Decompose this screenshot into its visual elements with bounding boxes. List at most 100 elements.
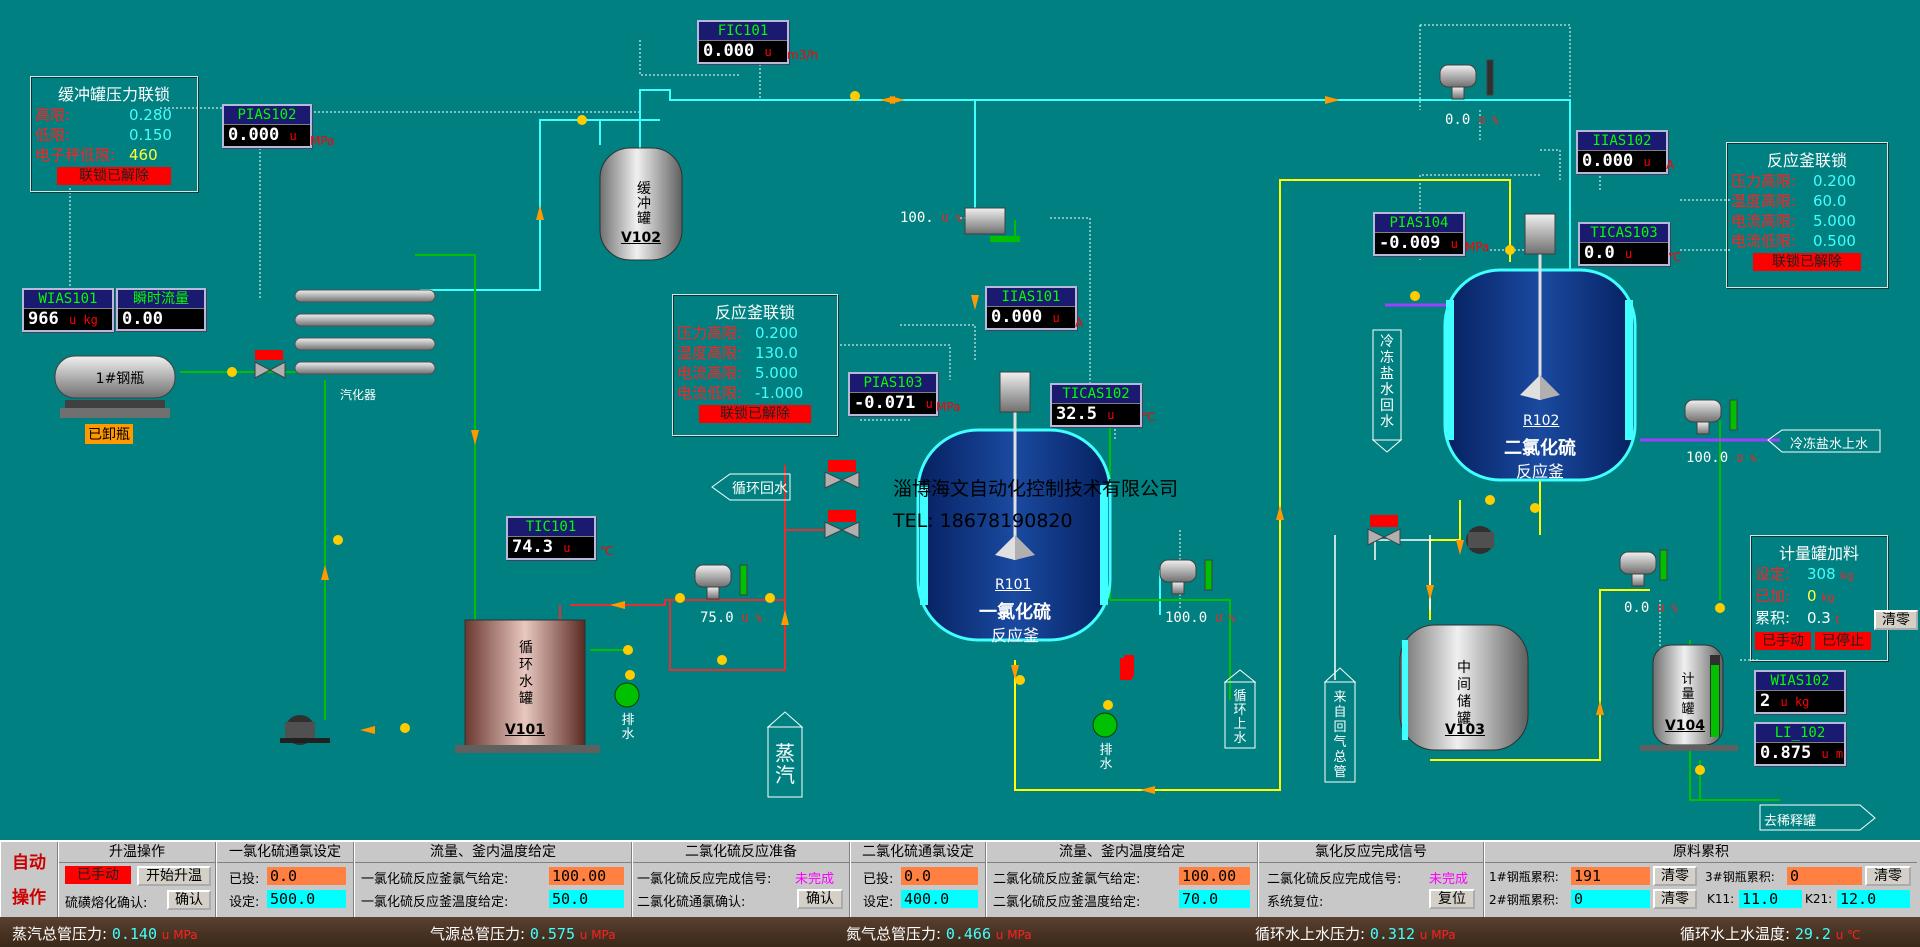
flow-tag[interactable]: 瞬时流量 0.00 xyxy=(116,288,206,331)
k21-value[interactable]: 12.0 xyxy=(1837,890,1910,908)
fic101-tag[interactable]: FIC101 0.000 u xyxy=(697,20,789,64)
iias101-unit: A xyxy=(1075,316,1084,330)
s2-temp-setpoint-label: 二氯化硫反应釜温度给定: xyxy=(993,895,1141,910)
r101-interlock-row: 压力高限:0.200 xyxy=(677,324,798,342)
s2-complete-status: 未完成 xyxy=(1429,872,1469,887)
v103-name: 中间储罐 xyxy=(1457,660,1471,727)
v102-id: V102 xyxy=(620,230,662,246)
s1-flow-section: 流量、釜内温度给定 一氯化硫反应釜氯气给定: 100.00 一氯化硫反应釜温度给… xyxy=(354,842,633,917)
sulfur-confirm-button[interactable]: 确认 xyxy=(167,890,211,910)
r102-interlock-panel: 反应釜联锁 压力高限:0.200 温度高限:60.0 电流高限:5.000 电流… xyxy=(1726,142,1888,288)
c2-label: 2#钢瓶累积: xyxy=(1489,893,1559,907)
steam-pressure-readout: 蒸汽总管压力: 0.140 u MPa xyxy=(12,925,198,943)
li102-name: LI_102 xyxy=(1756,724,1844,743)
r102-interlock-status-button[interactable]: 联锁已解除 xyxy=(1753,253,1861,271)
cylinder-graphic xyxy=(54,355,176,418)
s2-fed-label: 已投: xyxy=(863,872,894,887)
pias102-value: 0.000 xyxy=(228,125,280,145)
s2-temp-setpoint-input[interactable]: 70.0 xyxy=(1179,890,1250,908)
s2-flow-section: 流量、釜内温度给定 二氯化硫反应釜氯气给定: 100.00 二氯化硫反应釜温度给… xyxy=(986,842,1259,917)
s1-chlorine-setpoint-label: 一氯化硫反应釜氯气给定: xyxy=(361,872,509,887)
iias102-name: IIAS102 xyxy=(1578,132,1666,151)
s1-temp-setpoint-input[interactable]: 50.0 xyxy=(549,890,624,908)
pias103-name: PIAS103 xyxy=(850,374,936,393)
nitrogen-pressure-readout: 氮气总管压力: 0.466 u MPa xyxy=(846,925,1032,943)
tic101-tag[interactable]: TIC101 74.3 u xyxy=(506,516,596,560)
pias102-tag[interactable]: PIAS102 0.000 u xyxy=(222,104,312,148)
system-reset-button[interactable]: 复位 xyxy=(1429,889,1475,909)
metering-stop-button[interactable]: 已停止 xyxy=(1815,632,1871,650)
buffer-interlock-row: 高限:0.280 xyxy=(35,106,172,124)
iias101-tag[interactable]: IIAS101 0.000 u xyxy=(985,286,1077,330)
wias101-tag[interactable]: WIAS101 966 u kg xyxy=(22,288,114,332)
c1-value: 191 xyxy=(1571,867,1650,885)
watermark-phone: TEL: 18678190820 xyxy=(893,510,1073,532)
s1-chlorine-title: 一氯化硫通氯设定 xyxy=(217,842,353,863)
s2-prep-title: 二氯化硫反应准备 xyxy=(633,842,849,863)
metering-manual-button[interactable]: 已手动 xyxy=(1755,632,1811,650)
mode-label: 自动 xyxy=(12,853,46,873)
v101-pump-graphic xyxy=(280,715,330,745)
r102-interlock-row: 电流高限:5.000 xyxy=(1731,212,1856,230)
start-heat-button[interactable]: 开始升温 xyxy=(137,866,211,886)
s2-chlorine-setpoint-input[interactable]: 100.00 xyxy=(1179,867,1250,885)
drain-label-r101: 排水 xyxy=(1099,743,1113,772)
s2-set-input[interactable]: 400.0 xyxy=(901,890,978,908)
wias102-tag[interactable]: WIAS102 2 u kg xyxy=(1754,670,1846,714)
c3-value: 0 xyxy=(1787,867,1862,885)
c2-clear-button[interactable]: 清零 xyxy=(1653,889,1697,909)
cylinder-status-badge[interactable]: 已卸瓶 xyxy=(85,424,133,444)
r102-interlock-title: 反应釜联锁 xyxy=(1766,151,1847,170)
pias102-name: PIAS102 xyxy=(224,106,310,125)
s1-flow-title: 流量、釜内温度给定 xyxy=(355,842,631,863)
k11-label: K11: xyxy=(1707,892,1735,906)
ticas103-tag[interactable]: TICAS103 0.0 u xyxy=(1578,222,1670,266)
ticas102-tag[interactable]: TICAS102 32.5 u xyxy=(1050,383,1142,427)
r101-interlock-status-button[interactable]: 联锁已解除 xyxy=(699,405,811,423)
vaporizer-label: 汽化器 xyxy=(340,388,377,402)
ticas102-unit: ℃ xyxy=(1142,410,1156,424)
water-pressure-readout: 循环水上水压力: 0.312 u MPa xyxy=(1255,925,1456,943)
fic101-unit: m3/h xyxy=(787,48,818,62)
buffer-interlock-title: 缓冲罐压力联锁 xyxy=(57,85,170,104)
k21-label: K21: xyxy=(1805,892,1833,906)
s1-fed-label: 已投: xyxy=(229,872,260,887)
buffer-interlock-status-button[interactable]: 联锁已解除 xyxy=(57,167,171,185)
ticas102-name: TICAS102 xyxy=(1052,385,1140,404)
s2-chlorine-confirm-button[interactable]: 确认 xyxy=(797,889,843,909)
r101-interlock-panel: 反应釜联锁 压力高限:0.200 温度高限:130.0 电流高限:5.000 电… xyxy=(672,294,838,436)
metering-added-row: 已加:0 kg xyxy=(1755,587,1835,605)
pias104-value: -0.009 xyxy=(1379,233,1441,253)
wias101-value: 966 xyxy=(28,309,59,329)
v104-name: 计量罐 xyxy=(1681,672,1695,717)
r102-interlock-row: 压力高限:0.200 xyxy=(1731,172,1856,190)
pias104-tag[interactable]: PIAS104 -0.009 u xyxy=(1373,212,1465,256)
pias103-tag[interactable]: PIAS103 -0.071 u xyxy=(848,372,938,416)
ticas103-name: TICAS103 xyxy=(1580,224,1668,243)
c1-clear-button[interactable]: 清零 xyxy=(1653,866,1697,886)
r101-sub: 反应釜 xyxy=(990,626,1039,645)
iias102-value: 0.000 xyxy=(1582,151,1634,171)
metering-set-row: 设定:308 kg xyxy=(1755,565,1854,583)
s1-set-input[interactable]: 500.0 xyxy=(267,890,346,908)
raw-section: 原料累积 1#钢瓶累积: 191 清零 2#钢瓶累积: 0 清零 3#钢瓶累积:… xyxy=(1484,842,1917,917)
metering-clear-button[interactable]: 清零 xyxy=(1874,610,1918,630)
valve-output-r101: 100.0 U % xyxy=(1165,610,1236,626)
iias101-value: 0.000 xyxy=(991,307,1043,327)
watermark-company: 淄博海文自动化控制技术有限公司 xyxy=(893,478,1179,500)
k11-value[interactable]: 11.0 xyxy=(1739,890,1802,908)
iias102-unit: A xyxy=(1666,158,1675,172)
tic101-name: TIC101 xyxy=(508,518,594,537)
c3-clear-button[interactable]: 清零 xyxy=(1865,866,1911,886)
metering-title: 计量罐加料 xyxy=(1778,544,1859,563)
s2-chlorine-confirm-label: 二氯化硫通氯确认: xyxy=(637,895,746,910)
s1-chlorine-section: 一氯化硫通氯设定 已投: 0.0 设定: 500.0 xyxy=(216,842,355,917)
r101-interlock-row: 温度高限:130.0 xyxy=(677,344,798,362)
r101-interlock-row: 电流高限:5.000 xyxy=(677,364,798,382)
sulfur-confirm-label: 硫磺熔化确认: xyxy=(65,896,148,911)
s1-chlorine-setpoint-input[interactable]: 100.00 xyxy=(549,867,624,885)
iias102-tag[interactable]: IIAS102 0.000 u xyxy=(1576,130,1668,174)
li102-tag[interactable]: LI_102 0.875 u m xyxy=(1754,722,1846,766)
vaporizer-graphic xyxy=(294,289,436,375)
heat-manual-button[interactable]: 已手动 xyxy=(65,866,131,884)
